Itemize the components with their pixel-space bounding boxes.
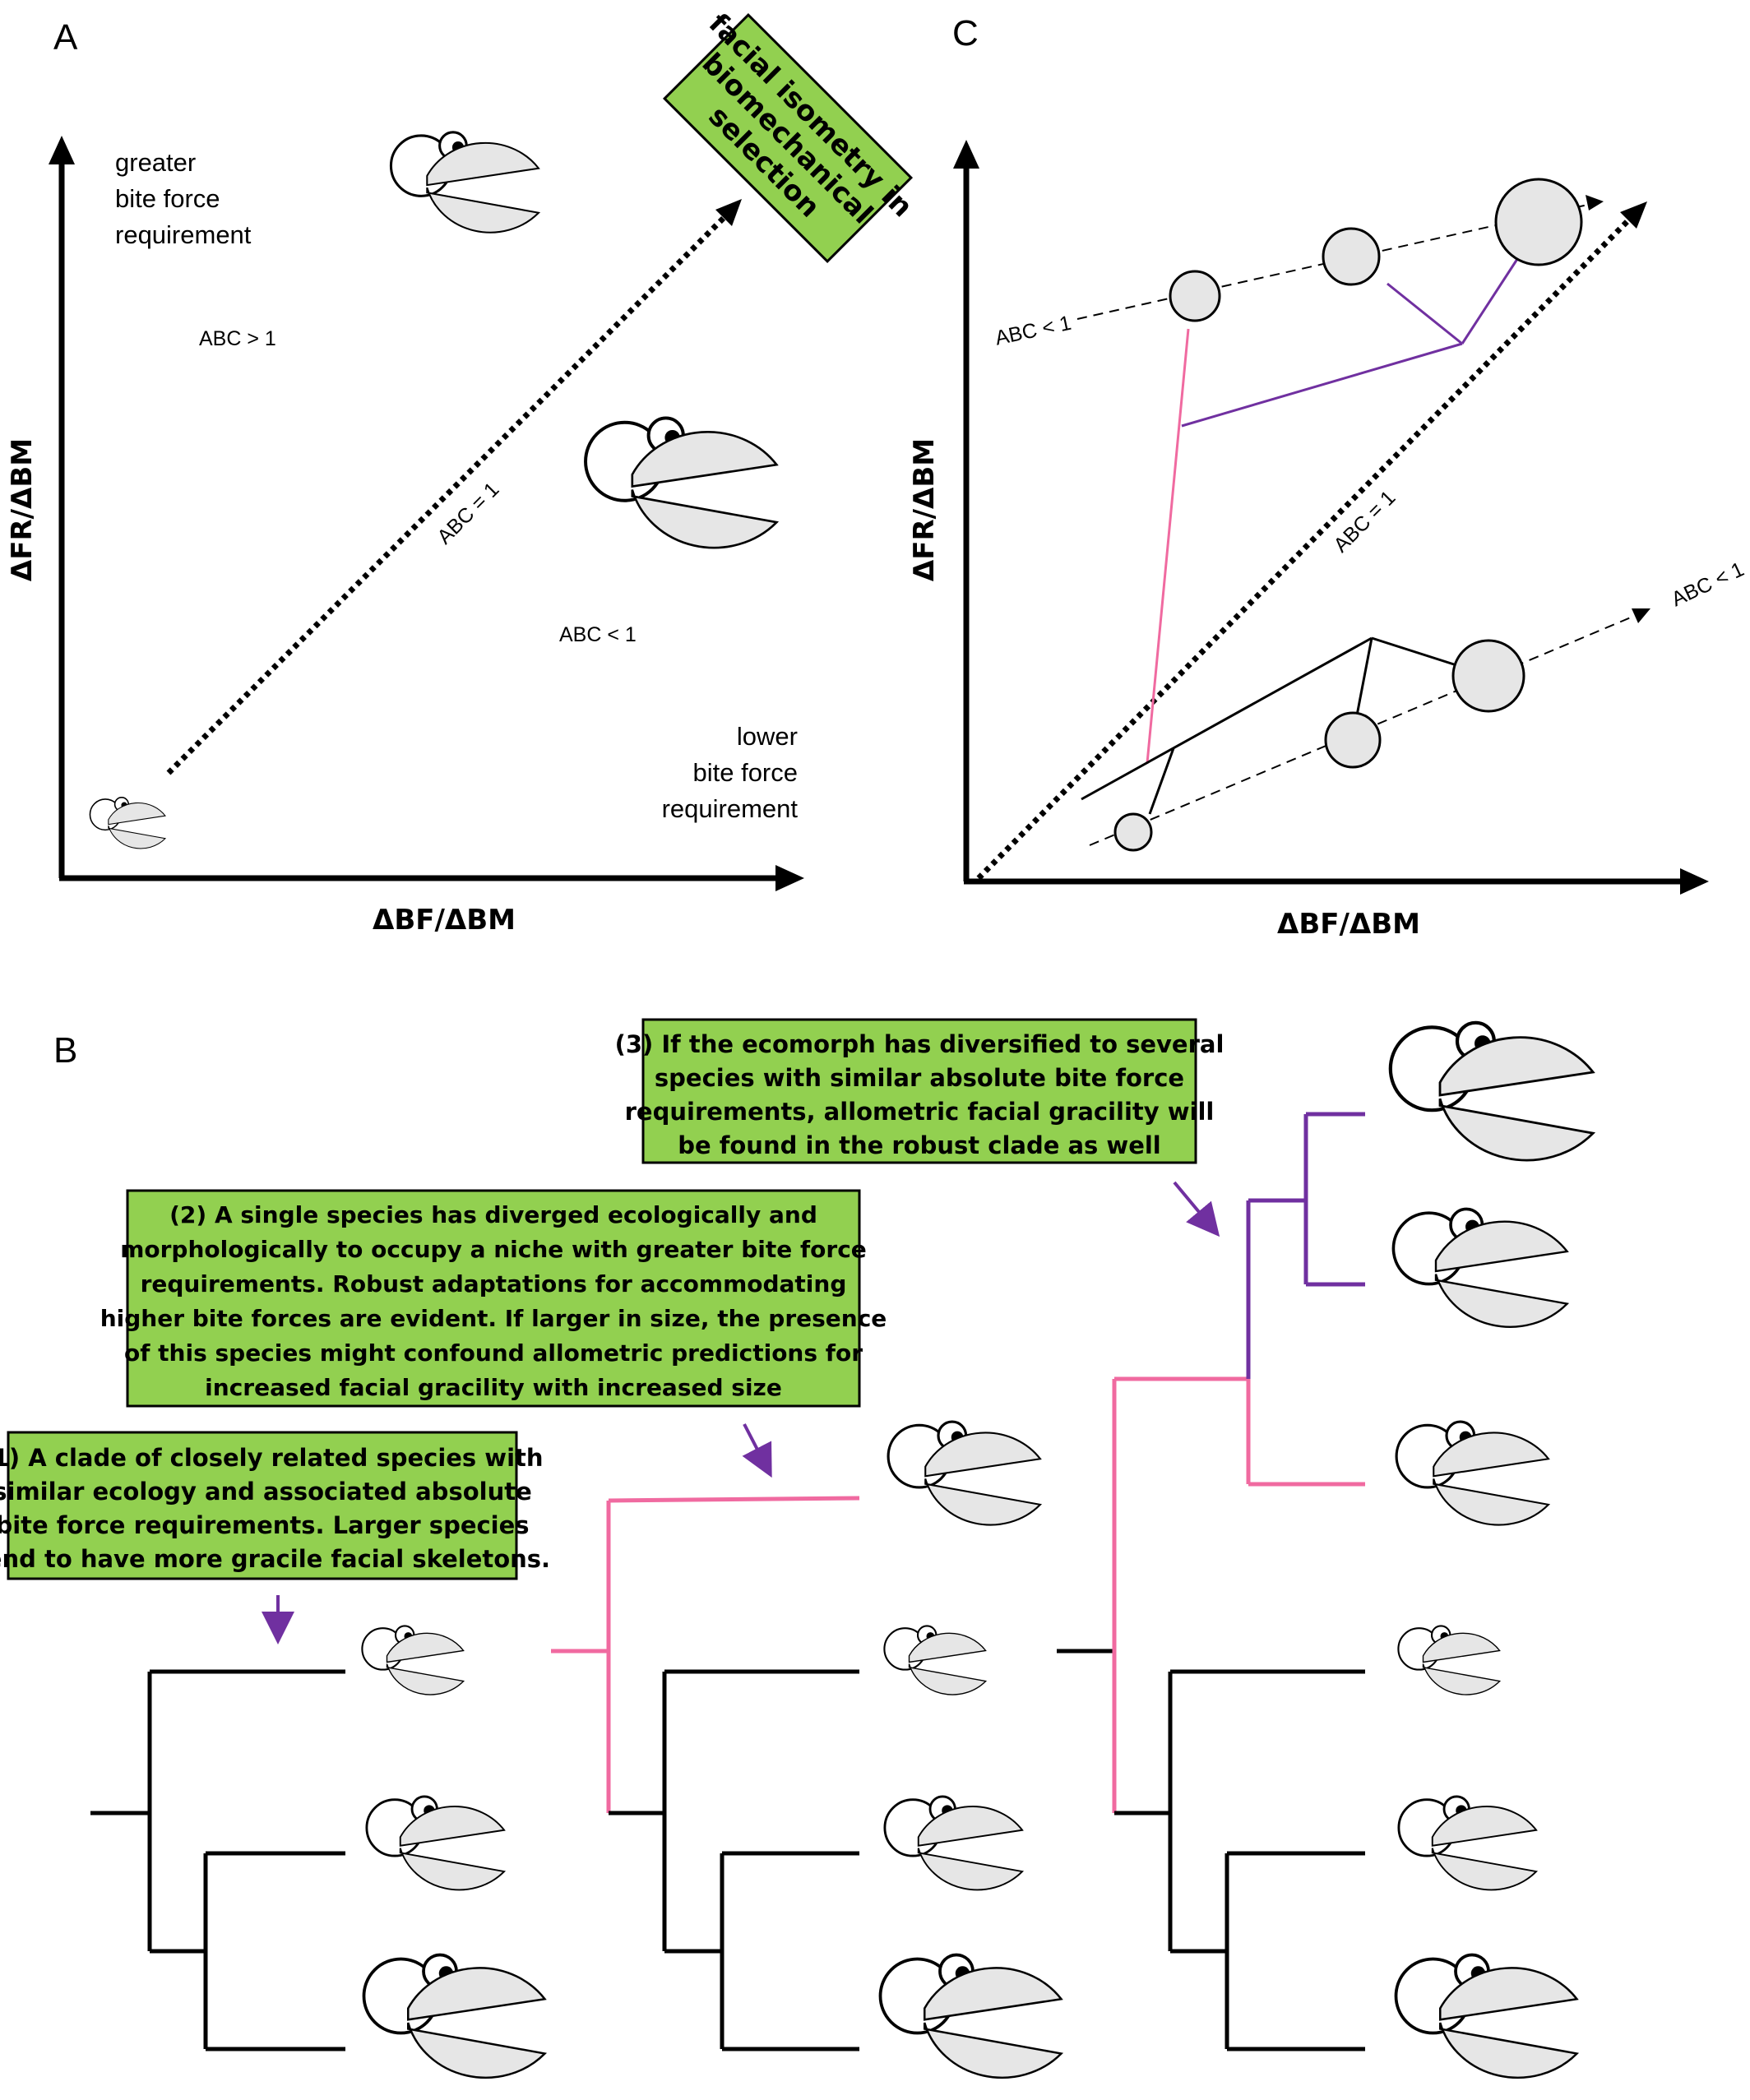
skull-t3-robust bbox=[1395, 1420, 1550, 1527]
lower-line-1: lower bbox=[737, 722, 798, 751]
tree-3 bbox=[1057, 1112, 1365, 2051]
box1-line-2: similar ecology and associated absolute bbox=[0, 1478, 532, 1506]
box3-line-4: be found in the robust clade as well bbox=[678, 1131, 1161, 1159]
skull-t3-large bbox=[1394, 1953, 1579, 2079]
lower-line-3: requirement bbox=[662, 794, 799, 823]
skull-t2-small bbox=[883, 1625, 987, 1696]
box2 bbox=[126, 1189, 861, 1408]
upper-dashed-arrow bbox=[1586, 195, 1604, 210]
abc-lt-upper-label: ABC < 1 bbox=[993, 312, 1074, 350]
box1-line-3: bite force requirements. Larger species bbox=[0, 1511, 530, 1539]
skull-t2-large bbox=[878, 1953, 1063, 2079]
box2-line-6: increased facial gracility with increase… bbox=[205, 1374, 782, 1401]
box3-line-3: requirements, allometric facial gracilit… bbox=[625, 1098, 1215, 1126]
skull-t1-medium bbox=[365, 1795, 506, 1891]
isometry-box: facial isometry in biomechanical selecti… bbox=[662, 7, 919, 264]
species-circle-c-6 bbox=[1451, 639, 1525, 713]
abc-gt-label: ABC > 1 bbox=[199, 327, 276, 350]
purple-branch-c-1 bbox=[1387, 282, 1463, 345]
black-branch-c-2 bbox=[1355, 637, 1373, 716]
lower-dashed-arrow bbox=[1632, 608, 1650, 623]
panel-a-x-label: ΔBF/ΔBM bbox=[373, 904, 516, 937]
skull-t3-robust-large bbox=[1391, 1023, 1593, 1160]
pointer-arrow-3 bbox=[1173, 1181, 1220, 1237]
box2-line-1: (2) A single species has diverged ecolog… bbox=[169, 1201, 817, 1228]
species-circle-c-1 bbox=[1169, 270, 1221, 322]
greater-line-3: requirement bbox=[115, 220, 252, 249]
skull-t2-robust bbox=[887, 1420, 1042, 1527]
panel-c-y-label: ΔFR/ΔBM bbox=[908, 438, 941, 581]
panel-c-label: C bbox=[952, 13, 979, 53]
box1 bbox=[7, 1431, 518, 1580]
isometry-line-a bbox=[166, 215, 726, 775]
greater-line-2: bite force bbox=[115, 184, 220, 213]
purple-stem-c bbox=[1181, 342, 1463, 428]
skull-t1-large bbox=[362, 1953, 547, 2079]
species-circle-c-4 bbox=[1113, 812, 1153, 852]
black-stem-c bbox=[1081, 636, 1373, 801]
skull-t2-medium bbox=[883, 1795, 1024, 1891]
purple-branch-c-2 bbox=[1461, 256, 1521, 345]
panel-c-x-arrow bbox=[1680, 868, 1709, 895]
panel-b: B (3) If the ecomorph has diversified to… bbox=[0, 1018, 1593, 2079]
isometry-arrow-a bbox=[715, 199, 742, 226]
panel-a-x-arrow bbox=[775, 865, 804, 891]
box2-line-2: morphologically to occupy a niche with g… bbox=[120, 1236, 867, 1263]
pointer-arrow-2 bbox=[742, 1423, 772, 1478]
tree-2 bbox=[551, 1496, 860, 2051]
black-branch-c-1 bbox=[1148, 747, 1175, 815]
skull-a-small bbox=[89, 797, 166, 849]
isometry-arrow-c bbox=[1620, 201, 1647, 229]
box3-line-2: species with similar absolute bite force bbox=[655, 1064, 1184, 1092]
lower-line-2: bite force bbox=[692, 758, 798, 787]
skull-t3-medium bbox=[1397, 1795, 1538, 1891]
skull-a-large bbox=[584, 416, 779, 550]
panel-a-y-label: ΔFR/ΔBM bbox=[6, 438, 39, 581]
abc-eq-label-c: ABC = 1 bbox=[1329, 486, 1400, 557]
box1-line-1: (1) A clade of closely related species w… bbox=[0, 1444, 544, 1472]
greater-line-1: greater bbox=[115, 148, 196, 177]
species-circle-c-5 bbox=[1324, 711, 1382, 769]
skull-t3-small bbox=[1397, 1625, 1501, 1696]
box1-line-4: tend to have more gracile facial skeleto… bbox=[0, 1545, 550, 1573]
species-circle-c-2 bbox=[1322, 227, 1381, 286]
abc-lt-label-a: ABC < 1 bbox=[559, 623, 637, 646]
box3-line-1: (3) If the ecomorph has diversified to s… bbox=[615, 1030, 1225, 1058]
skull-a-medium bbox=[389, 131, 540, 234]
panel-a: A ΔFR/ΔBM ΔBF/ΔBM greater bite force req… bbox=[6, 7, 919, 937]
skull-t1-small bbox=[361, 1625, 465, 1696]
box3 bbox=[641, 1018, 1197, 1164]
panel-a-label: A bbox=[53, 17, 78, 58]
panel-a-y-arrow bbox=[49, 136, 75, 164]
tree-1 bbox=[90, 1669, 345, 2051]
black-branch-c-3 bbox=[1371, 636, 1455, 666]
pink-branch-c bbox=[1146, 328, 1190, 764]
panel-c-y-arrow bbox=[953, 140, 979, 169]
box2-line-5: of this species might confound allometri… bbox=[124, 1339, 863, 1367]
abc-lt-lower-label: ABC < 1 bbox=[1668, 557, 1748, 611]
box2-line-4: higher bite forces are evident. If large… bbox=[100, 1305, 887, 1332]
panel-c-x-label: ΔBF/ΔBM bbox=[1277, 908, 1420, 941]
panel-c: C ΔFR/ΔBM ΔBF/ΔBM ABC = 1 ABC < 1 ABC < … bbox=[908, 13, 1748, 941]
panel-b-label: B bbox=[53, 1030, 77, 1071]
box2-line-3: requirements. Robust adaptations for acc… bbox=[141, 1270, 847, 1297]
skull-t3-robust-medium bbox=[1391, 1207, 1569, 1329]
species-circle-c-3 bbox=[1494, 178, 1583, 266]
isometry-line-c bbox=[976, 218, 1631, 881]
abc-eq-label-a: ABC = 1 bbox=[433, 478, 503, 548]
